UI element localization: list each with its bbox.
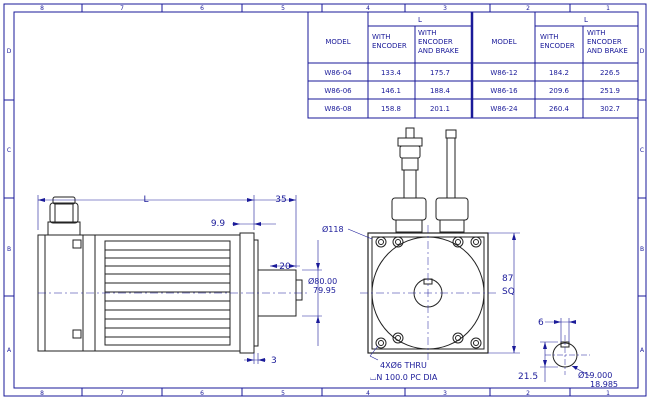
table-right-row3-brake: 302.7: [600, 105, 620, 113]
side-view-dimensions: L 35 9.9 20 Ø80.00 79.95 3: [37, 195, 337, 366]
table-right-row2-model: W86-16: [490, 87, 518, 95]
table-right-col2-line3: AND BRAKE: [587, 47, 628, 55]
zone-bottom-1: 1: [606, 390, 610, 397]
dim-shaft-dia-end-1: Ø19.000: [578, 370, 612, 380]
dim-35-label: 35: [275, 195, 286, 205]
motor-front-view: [360, 127, 496, 360]
table-left-row2-model: W86-06: [324, 87, 352, 95]
dim-shaft-dia-1: Ø80.00: [308, 276, 337, 286]
table-left-row1-model: W86-04: [324, 69, 352, 77]
zone-top-2: 2: [526, 5, 530, 12]
table-left-row1-brake: 175.7: [430, 69, 450, 77]
zone-left-A: A: [7, 347, 12, 354]
table-left-l-header: L: [418, 16, 422, 24]
table-right-row1-model: W86-12: [490, 69, 517, 77]
dimension-table: MODEL L WITH ENCODER WITH ENCODER AND BR…: [307, 11, 639, 119]
zone-markers-top: 8 7 6 5 4 3 2 1: [40, 4, 610, 12]
dim-flange-dia: Ø118: [322, 224, 344, 234]
table-left-col1-line2: ENCODER: [372, 42, 407, 50]
table-left-col2-line2: ENCODER: [418, 38, 453, 46]
table-right-col2-line1: WITH: [587, 29, 606, 37]
zone-markers-side: D C B A D C B A: [4, 48, 646, 354]
zone-right-C: C: [640, 147, 644, 154]
table-right-row3-enc: 260.4: [549, 105, 570, 113]
zone-top-3: 3: [443, 5, 447, 12]
table-right-l-header: L: [584, 16, 588, 24]
zone-right-A: A: [640, 347, 645, 354]
dim-key-6: 6: [538, 318, 544, 328]
dim-shaft-dia-2: 79.95: [313, 286, 336, 295]
front-view-dimensions: Ø118 87 SQ 4XØ6 THRU ⌴N 100.0 PC DIA: [322, 224, 520, 382]
table-right-row2-brake: 251.9: [600, 87, 620, 95]
motor-side-view: [37, 196, 310, 354]
zone-top-5: 5: [281, 5, 285, 12]
dim-9-9-label: 9.9: [211, 219, 226, 229]
table-left-model-header: MODEL: [325, 38, 350, 46]
dim-holes-2: ⌴N 100.0 PC DIA: [370, 373, 438, 382]
dim-87: 87: [502, 274, 513, 284]
zone-top-6: 6: [200, 5, 204, 12]
zone-bottom-6: 6: [200, 390, 204, 397]
zone-bottom-3: 3: [443, 390, 447, 397]
zone-top-7: 7: [120, 5, 124, 12]
zone-top-8: 8: [40, 5, 44, 12]
dim-shaft-dia-end-2: 18.985: [590, 380, 618, 389]
table-right-row1-brake: 226.5: [600, 69, 620, 77]
zone-top-4: 4: [366, 5, 370, 12]
zone-left-D: D: [7, 48, 12, 55]
zone-top-1: 1: [606, 5, 610, 12]
table-right-col2-line2: ENCODER: [587, 38, 622, 46]
zone-left-C: C: [7, 147, 11, 154]
dim-3-label: 3: [271, 356, 277, 366]
zone-bottom-2: 2: [526, 390, 530, 397]
dim-L-label: L: [143, 195, 148, 205]
table-left-col2-line1: WITH: [418, 29, 437, 37]
dim-sq: SQ: [502, 287, 515, 297]
zone-bottom-5: 5: [281, 390, 285, 397]
table-left-col1-line1: WITH: [372, 33, 391, 41]
zone-right-B: B: [640, 246, 644, 253]
zone-markers-bottom: 8 7 6 5 4 3 2 1: [40, 388, 610, 397]
table-right-col1-line2: ENCODER: [540, 42, 575, 50]
zone-bottom-7: 7: [120, 390, 124, 397]
dim-20-label: 20: [279, 262, 291, 272]
table-left-col2-line3: AND BRAKE: [418, 47, 459, 55]
zone-bottom-8: 8: [40, 390, 44, 397]
table-left-row3-model: W86-08: [324, 105, 351, 113]
zone-left-B: B: [7, 246, 11, 253]
table-right-model-header: MODEL: [491, 38, 516, 46]
table-left-row2-brake: 188.4: [430, 87, 451, 95]
table-right-row3-model: W86-24: [490, 105, 518, 113]
zone-right-D: D: [640, 48, 645, 55]
zone-bottom-4: 4: [366, 390, 370, 397]
dim-holes-1: 4XØ6 THRU: [380, 360, 427, 370]
dim-21-5: 21.5: [518, 372, 538, 382]
table-left-row3-brake: 201.1: [430, 105, 450, 113]
table-left-row1-enc: 133.4: [381, 69, 402, 77]
table-left-row2-enc: 146.1: [381, 87, 401, 95]
table-right-col1-line1: WITH: [540, 33, 559, 41]
table-right-row2-enc: 209.6: [549, 87, 570, 95]
table-right-row1-enc: 184.2: [549, 69, 569, 77]
shaft-end-view: 6 21.5 Ø19.000 18.985: [518, 318, 618, 389]
outer-border: [3, 3, 647, 397]
table-left-row3-enc: 158.8: [381, 105, 401, 113]
